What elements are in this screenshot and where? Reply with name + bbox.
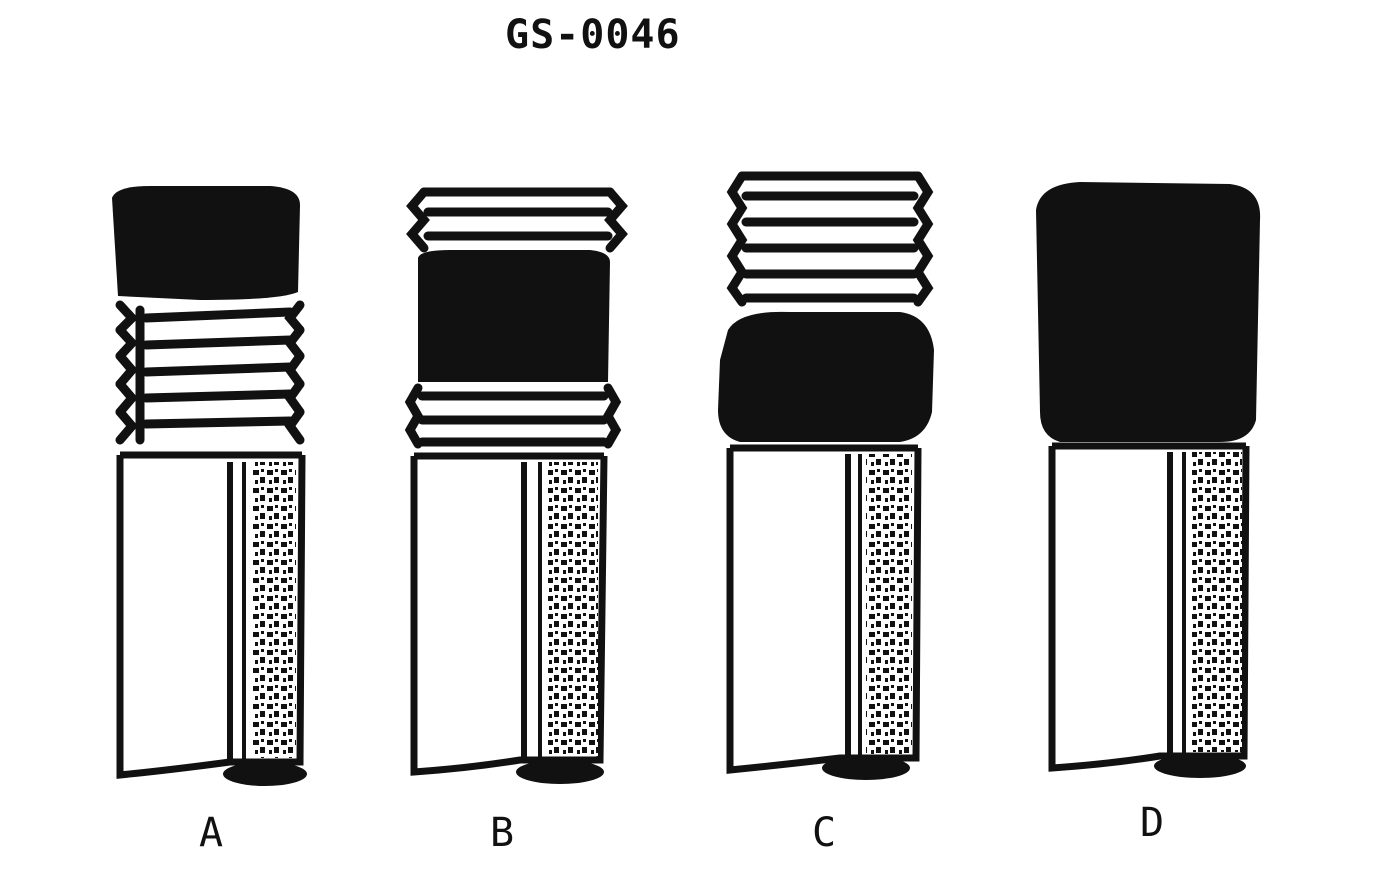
vial-c-threads — [726, 171, 934, 307]
vial-a-cap — [112, 186, 300, 300]
vial-c-base — [822, 756, 910, 780]
figure-title: GS-0046 — [505, 12, 681, 58]
vial-b-band — [418, 250, 610, 382]
vial-a-threads — [115, 300, 305, 445]
vial-c-fill — [866, 454, 912, 754]
vial-a — [112, 186, 307, 786]
vial-d-cap — [1036, 182, 1261, 442]
vial-b-base — [516, 760, 604, 784]
vial-b-label: B — [489, 810, 515, 856]
vial-d-label: D — [1139, 800, 1165, 846]
vial-b-lower-threads — [404, 383, 622, 449]
vial-a-fill — [252, 462, 296, 758]
vial-b-top-threads — [406, 187, 628, 253]
vial-a-label: A — [198, 810, 224, 856]
vial-d — [1036, 182, 1261, 778]
vial-c — [718, 171, 934, 780]
vial-b-fill — [548, 462, 598, 756]
vial-c-label: C — [811, 810, 837, 856]
vial-c-band — [718, 311, 934, 442]
vial-d-base — [1154, 754, 1246, 778]
vial-d-fill — [1192, 452, 1242, 752]
vial-b — [404, 187, 628, 784]
vial-a-base — [223, 762, 307, 786]
